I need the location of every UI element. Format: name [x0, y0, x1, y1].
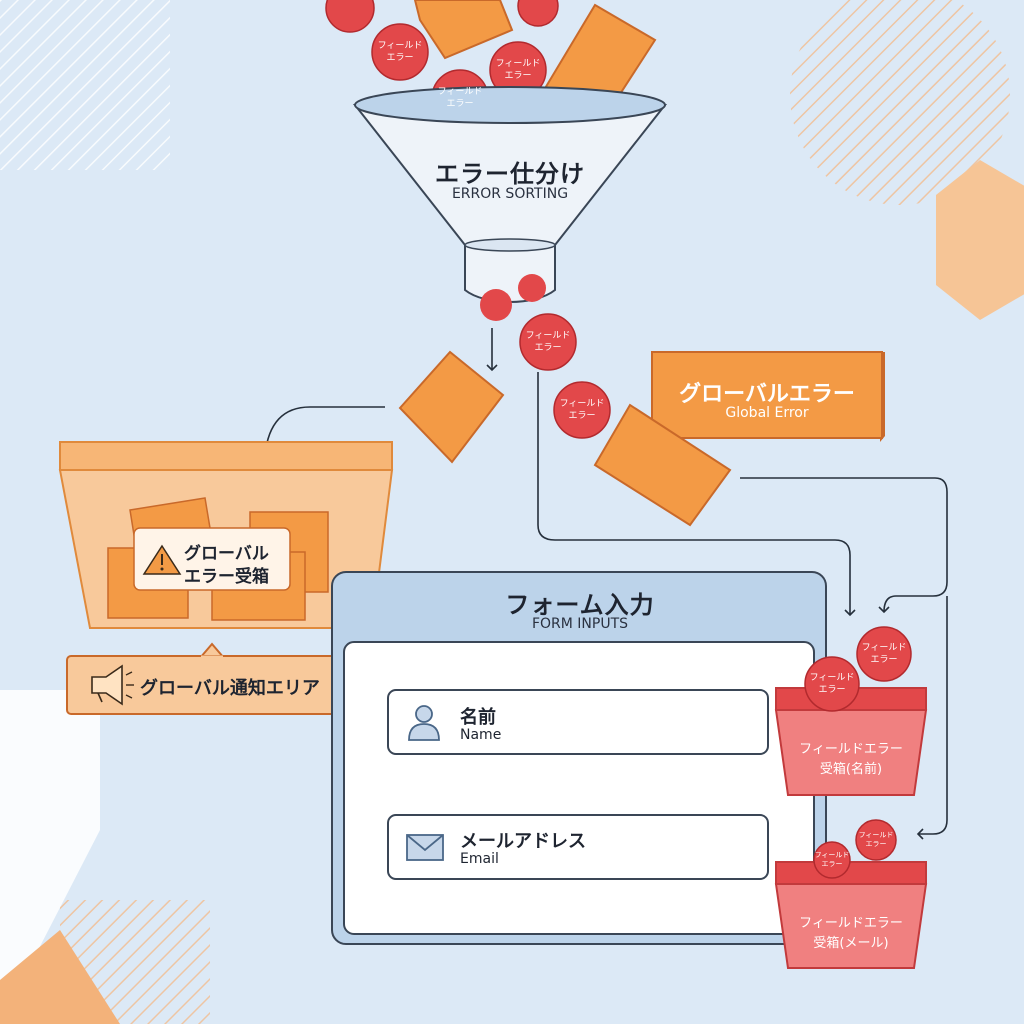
global-bin-label-2: エラー受箱 [184, 567, 269, 587]
envelope-icon [406, 834, 444, 861]
field-error-ball [480, 289, 512, 321]
email-field-label: メールアドレス [460, 831, 586, 852]
global-bin-label-1: グローバル [184, 544, 269, 564]
field-error-ball-label: フィールド エラー [495, 59, 541, 81]
global-error-block [593, 403, 732, 527]
field-error-ball-label: フィールド エラー [861, 643, 907, 665]
bg-hatch-top-right [790, 0, 1010, 205]
form-subtitle: FORM INPUTS [531, 616, 629, 632]
field-error-ball [855, 819, 897, 861]
field-error-ball [804, 656, 860, 712]
email-field[interactable] [387, 814, 769, 880]
field-bin-name-label-2: 受箱(名前) [819, 762, 883, 777]
field-error-ball-label: フィールド エラー [809, 673, 855, 695]
field-error-ball-label: フィールド エラー [814, 851, 850, 868]
megaphone-icon [91, 664, 134, 706]
field-error-ball-label: フィールド エラー [437, 87, 483, 109]
field-error-ball-label: フィールド エラー [559, 399, 605, 421]
field-error-ball [518, 274, 546, 302]
global-error-subtitle: Global Error [725, 405, 809, 421]
person-icon [408, 705, 440, 741]
funnel-title: エラー仕分け [435, 160, 585, 188]
field-error-ball [325, 0, 375, 33]
field-error-ball [553, 381, 611, 439]
global-error-bin [58, 441, 394, 629]
field-error-ball [519, 313, 577, 371]
bg-hatch-top-left [0, 0, 170, 170]
field-bin-name-label-1: フィールドエラー [799, 742, 903, 757]
field-bin-email-label-2: 受箱(メール) [813, 936, 889, 951]
arrow-to-email-bin [916, 596, 948, 840]
field-error-ball-label: フィールド エラー [858, 831, 894, 848]
name-field-sublabel: Name [460, 727, 502, 743]
global-error-title: グローバルエラー [679, 382, 855, 407]
field-error-bin-email [774, 861, 928, 969]
arrow-to-name-bin [537, 372, 856, 617]
global-notice-area [66, 642, 358, 715]
bg-orange-corner [0, 930, 120, 1024]
field-error-ball-label: フィールド エラー [525, 331, 571, 353]
name-field[interactable] [387, 689, 769, 755]
arrow-from-global-card [740, 477, 948, 614]
field-error-ball [517, 0, 559, 27]
bg-hexagon-right [936, 160, 1024, 320]
global-error-card [651, 351, 885, 442]
field-error-ball [856, 626, 912, 682]
field-bin-email-label-1: フィールドエラー [799, 916, 903, 931]
global-notice-label: グローバル通知エリア [140, 678, 320, 699]
name-field-label: 名前 [460, 707, 496, 728]
field-error-ball [813, 841, 851, 879]
form-title: フォーム入力 [505, 591, 655, 619]
email-field-sublabel: Email [460, 851, 499, 867]
field-error-ball-label: フィールド エラー [377, 41, 423, 63]
field-error-ball [371, 23, 429, 81]
bg-white-shape-left [0, 690, 100, 1024]
global-error-block [398, 350, 505, 464]
funnel-subtitle: ERROR SORTING [451, 186, 569, 202]
global-error-block [413, 0, 514, 60]
